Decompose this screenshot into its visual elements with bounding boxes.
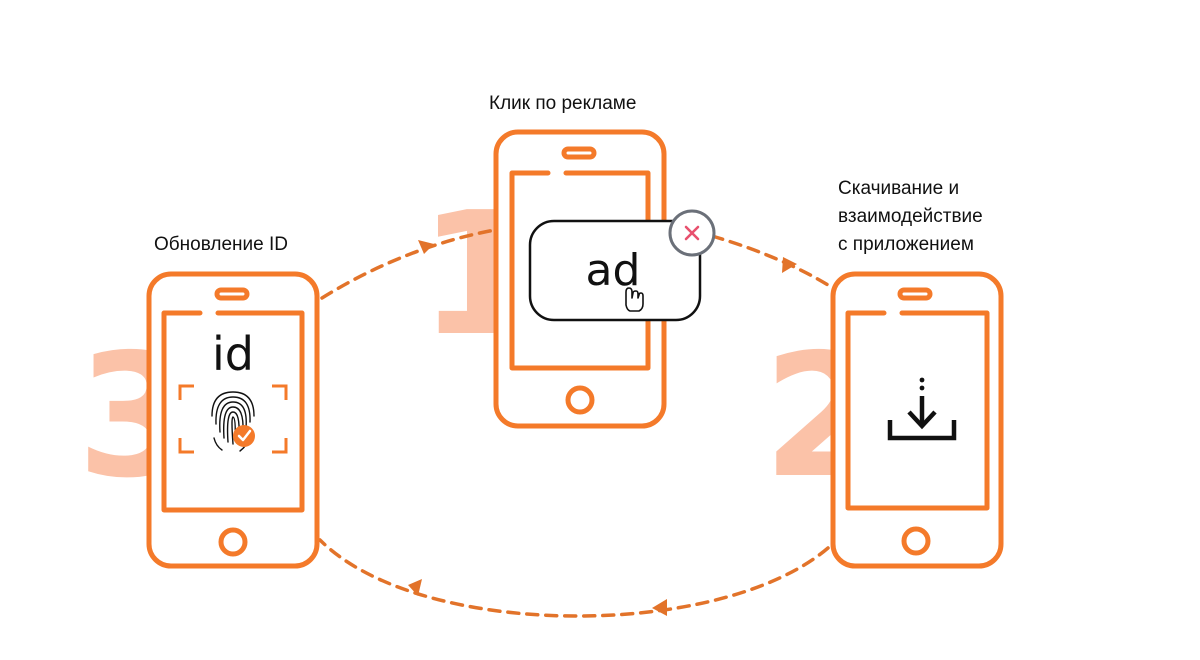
- label-step-3: Обновление ID: [154, 234, 288, 255]
- phone-3-speaker: [214, 287, 250, 301]
- label-step-1: Клик по рекламе: [489, 93, 637, 114]
- ad-banner-text: ad: [586, 245, 641, 296]
- phone-2-screen: [845, 310, 990, 511]
- phone-1-speaker: [561, 146, 597, 160]
- arrow-path-1-to-2: [710, 234, 830, 287]
- hand-pointer-icon: [625, 287, 644, 312]
- scan-frame-corners: [178, 384, 288, 454]
- arrowhead-bottom-left: [408, 579, 422, 596]
- arrow-heads: [408, 240, 797, 616]
- phone-step-3: [146, 271, 320, 569]
- close-icon[interactable]: [668, 209, 716, 257]
- phone-1-home-button: [565, 385, 595, 415]
- arrowhead-top-left: [418, 240, 434, 254]
- check-badge-icon: [233, 425, 255, 447]
- arrowhead-top-right: [782, 257, 797, 273]
- label-step-2-line-3: с приложением: [838, 234, 974, 255]
- phone-3-screen: [161, 310, 305, 513]
- label-step-2-line-1: Скачивание и: [838, 178, 960, 199]
- fingerprint-icon: [211, 391, 255, 452]
- flow-arrows: [318, 228, 830, 618]
- phone-3-home-button: [218, 527, 248, 557]
- arrow-path-3-to-1: [320, 228, 497, 300]
- phone-2-home-button: [901, 526, 931, 556]
- download-icon: [887, 377, 957, 441]
- phone-3-body: [146, 271, 320, 569]
- id-screen-text: id: [212, 327, 254, 381]
- label-step-2-line-2: взаимодействие: [838, 206, 983, 227]
- phone-2-speaker: [897, 287, 933, 301]
- arrow-path-2-to-3: [318, 538, 830, 618]
- arrowhead-bottom-right: [652, 599, 667, 616]
- ad-banner: ad: [528, 219, 702, 322]
- phone-1-screen: [509, 170, 651, 371]
- ad-banner-box: [528, 219, 702, 322]
